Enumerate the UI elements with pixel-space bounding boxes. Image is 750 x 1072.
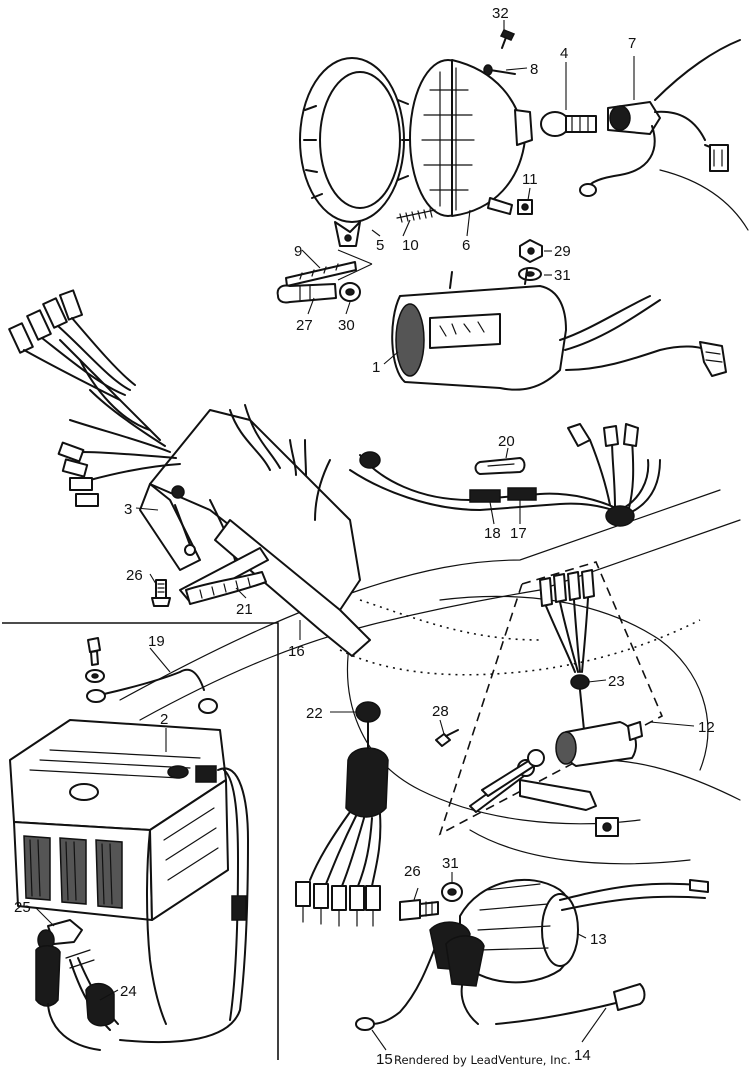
bulb-socket: [579, 39, 741, 197]
callout-19: 19: [148, 633, 165, 650]
grommet-21: [185, 571, 267, 605]
callout-13: 13: [590, 931, 607, 948]
screw-28: [435, 729, 459, 747]
callout-30: 30: [338, 317, 355, 334]
ignition-switch-group-outline: [438, 561, 664, 836]
switch-nut: [595, 817, 619, 837]
screw-26-upper: [151, 579, 171, 607]
callout-32: 32: [492, 5, 509, 22]
regulator-13: [459, 878, 709, 984]
callout-12: 12: [698, 719, 715, 736]
callout-14: 14: [574, 1047, 591, 1064]
callout-9: 9: [294, 243, 302, 260]
callout-22: 22: [306, 705, 323, 722]
callout-15: 15: [376, 1051, 393, 1068]
callout-28: 28: [432, 703, 449, 720]
callout-11: 11: [522, 171, 538, 188]
lead-15: [355, 921, 485, 1031]
washer-30: [339, 282, 361, 302]
lead-14: [495, 983, 646, 1025]
headlight-screw-32: [499, 29, 516, 49]
callout-21: 21: [236, 601, 253, 618]
callout-31-lower: 31: [442, 855, 459, 872]
nut-11: [517, 199, 533, 215]
fuse-20: [474, 457, 526, 475]
callout-24: 24: [120, 983, 137, 1000]
mount-bolt-27: [276, 283, 337, 304]
callout-7: 7: [628, 35, 636, 52]
nut-29: [519, 239, 543, 263]
battery-inset-frame: [2, 622, 279, 1060]
callout-5: 5: [376, 237, 384, 254]
callout-25: 25: [14, 899, 31, 916]
connector-boot-22: [295, 701, 389, 927]
callout-26-lower: 26: [404, 863, 421, 880]
battery-terminal-25: [35, 919, 101, 1051]
callout-8: 8: [530, 61, 538, 78]
callout-3: 3: [124, 501, 132, 518]
leader-lines: [35, 20, 695, 1051]
mount-bolt-9: [285, 261, 357, 287]
callout-17: 17: [510, 525, 527, 542]
frame-outline: [119, 169, 749, 865]
callout-16: 16: [288, 643, 305, 660]
screw-26-lower: [399, 899, 439, 921]
headlight-screw-8: [483, 64, 516, 76]
callout-10: 10: [402, 237, 419, 254]
ignition-coil: [391, 269, 727, 391]
callout-4: 4: [560, 45, 568, 62]
callout-26-upper: 26: [126, 567, 143, 584]
ignition-switch-connectors: [539, 569, 595, 673]
bullet-connectors-top-left: [8, 289, 136, 401]
headlight-rim: [299, 57, 413, 247]
callout-23: 23: [608, 673, 625, 690]
callout-2: 2: [160, 711, 168, 728]
handlebar-wires: [8, 289, 331, 521]
battery-2: [9, 719, 229, 921]
battery-cable-19: [86, 668, 218, 714]
callout-labels: 32 8 4 7 11 5 10 6 9 27 30 29 31 1 3 20 …: [14, 5, 715, 1068]
spring-10: [396, 208, 436, 223]
callout-27: 27: [296, 317, 313, 334]
callout-18: 18: [484, 525, 501, 542]
headlight-unit: [409, 59, 533, 217]
callout-1: 1: [372, 359, 380, 376]
battery-breather-tube: [119, 767, 249, 1044]
battery-harness-24: [65, 949, 119, 1031]
callout-6: 6: [462, 237, 470, 254]
headlight-bulb: [540, 111, 597, 137]
ignition-switch-body: [555, 674, 643, 767]
handlebar-switch-housing: [139, 409, 361, 611]
battery-bolt-top: [85, 637, 105, 683]
wire-harness: [349, 423, 661, 527]
washer-31-top: [518, 267, 542, 281]
switch-cover: [519, 779, 597, 811]
ignition-keys: [469, 749, 545, 813]
washer-31-lower: [441, 882, 463, 902]
callout-20: 20: [498, 433, 515, 450]
bullet-connectors-mid-left: [57, 441, 99, 507]
render-credit: Rendered by LeadVenture, Inc.: [394, 1053, 571, 1067]
callout-29: 29: [554, 243, 571, 260]
callout-31-top: 31: [554, 267, 571, 284]
